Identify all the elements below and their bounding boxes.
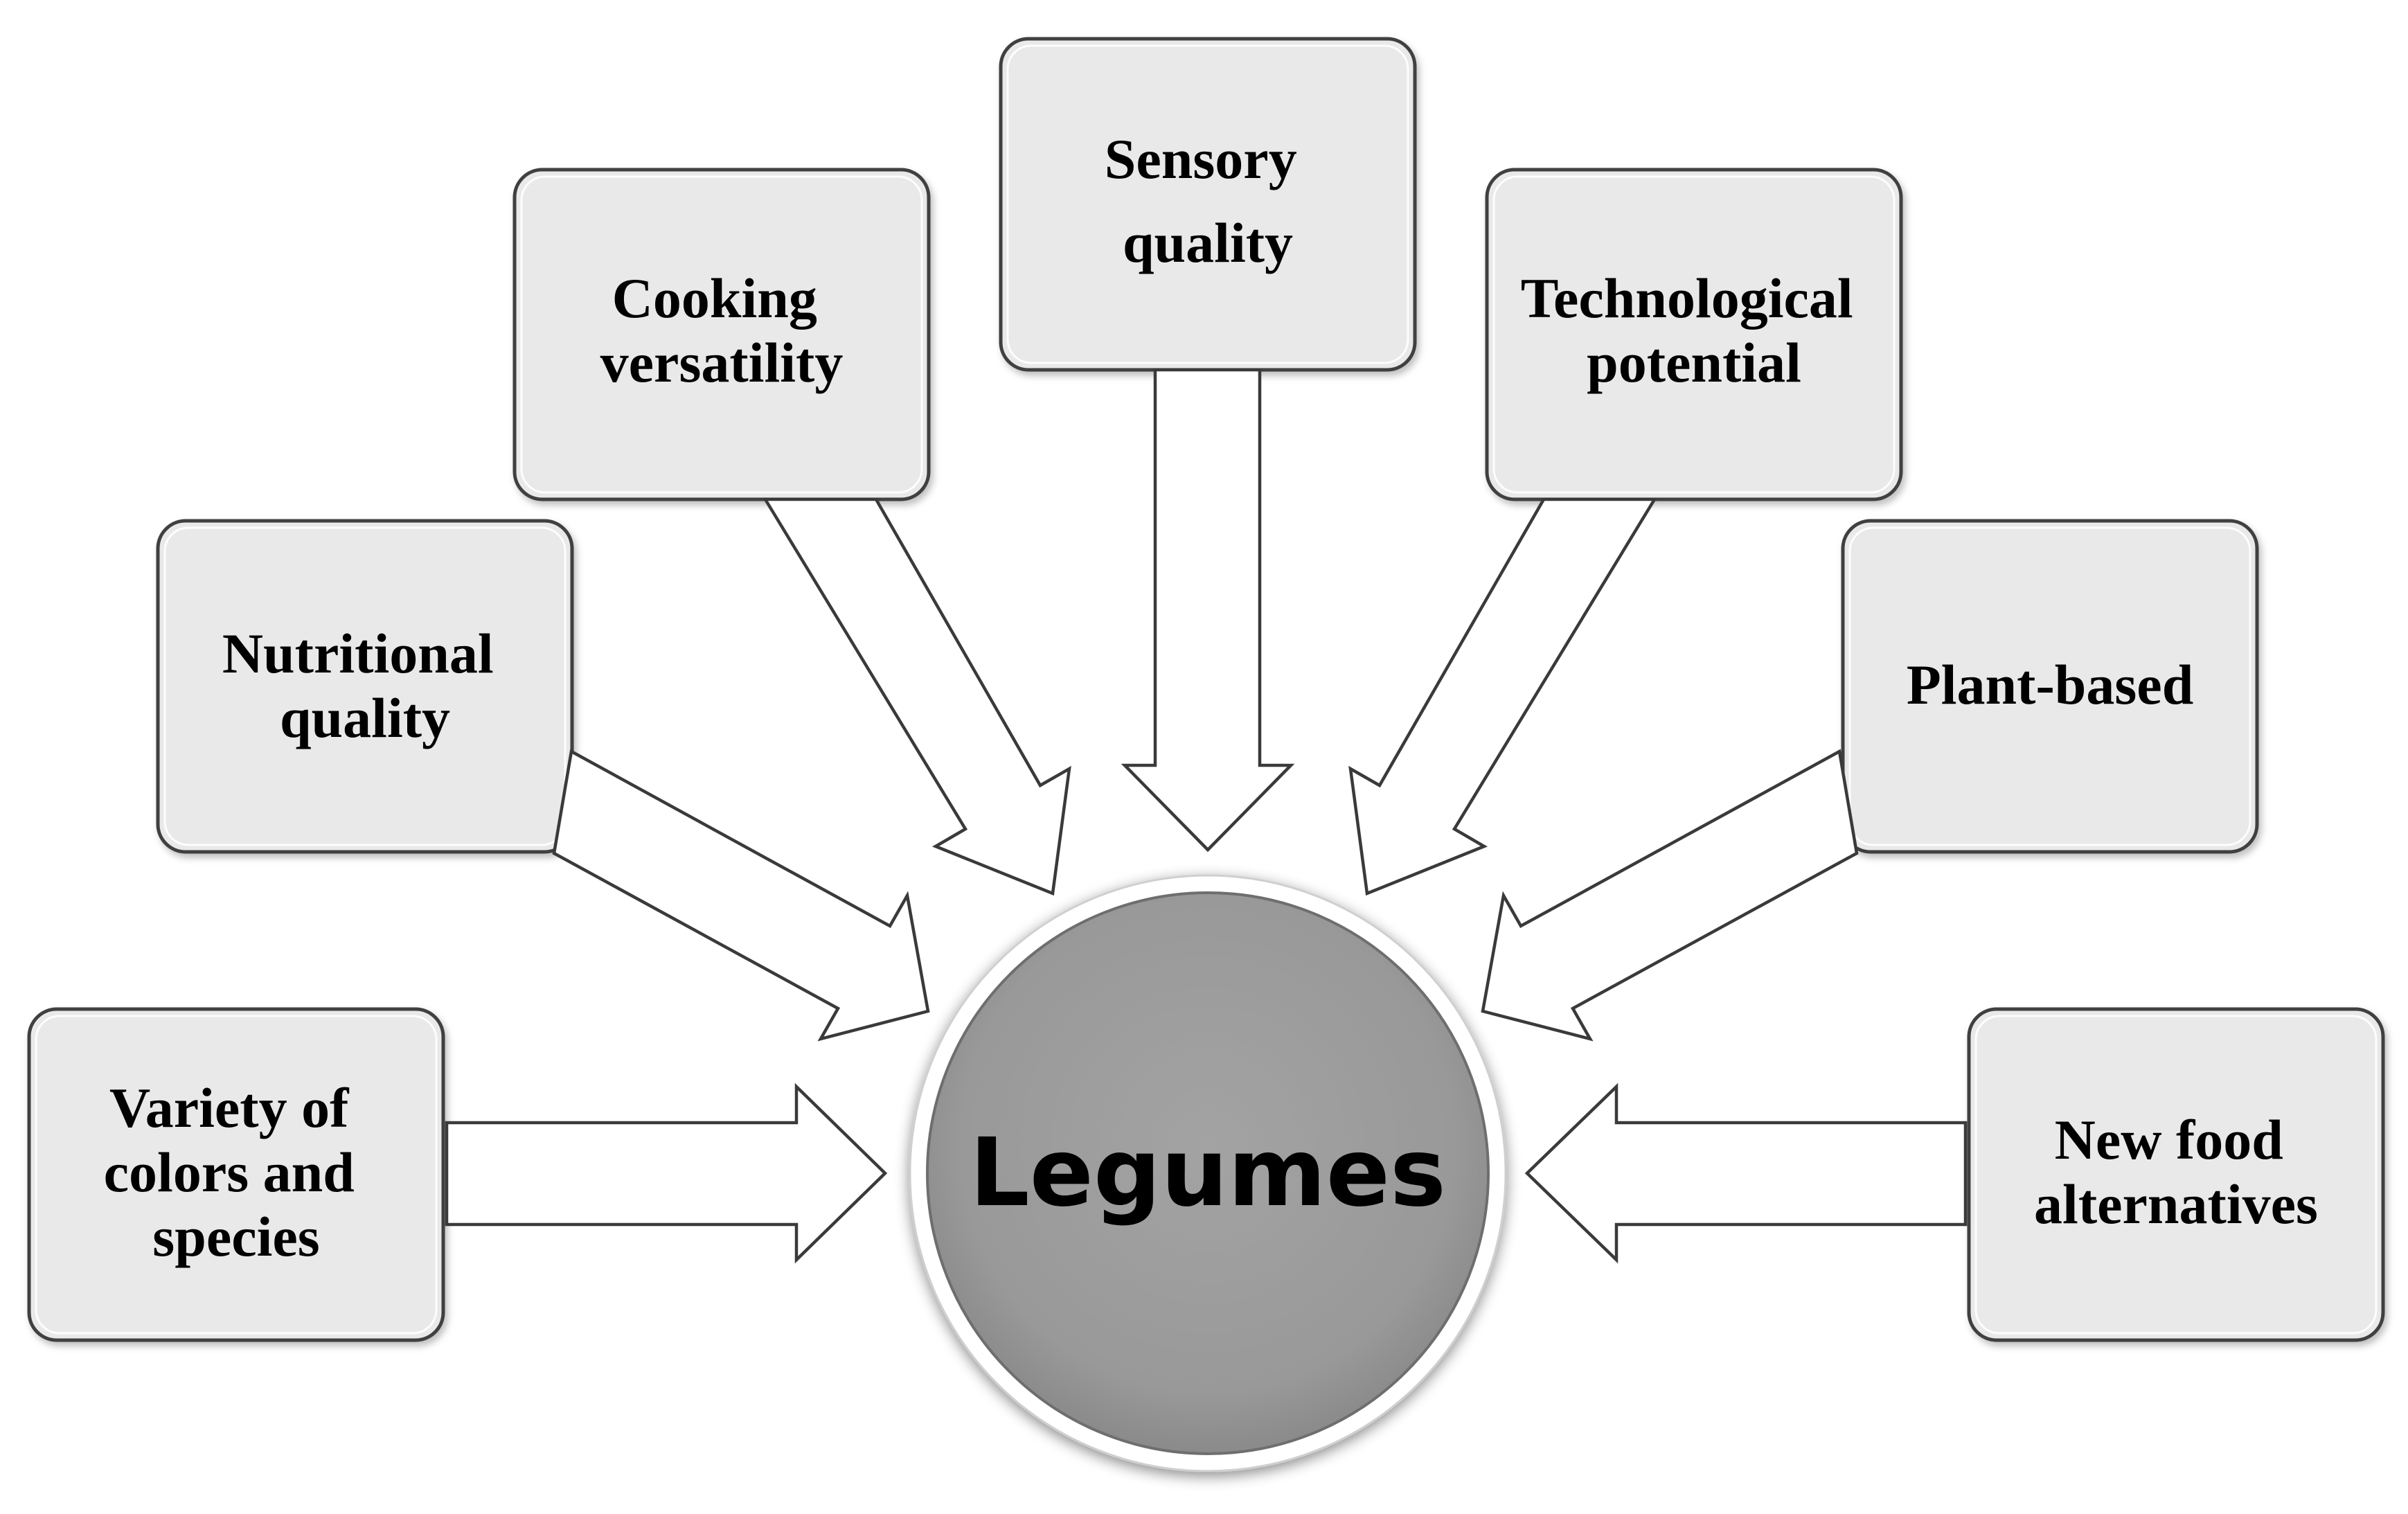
node-plant-based-label: Plant-based xyxy=(1907,653,2194,716)
arrow-sensory-to-center xyxy=(1121,368,1295,853)
arrow-technological-to-center xyxy=(1348,497,1657,896)
node-variety-line: Variety of xyxy=(109,1076,350,1139)
node-nutritional: Nutritional quality xyxy=(156,519,574,854)
node-variety-line: species xyxy=(152,1205,319,1268)
node-variety: Variety of colors and species xyxy=(27,1007,445,1342)
arrow-plant-to-center xyxy=(1481,749,1859,1042)
center-node: Legumes xyxy=(909,874,1507,1472)
arrows xyxy=(445,368,1968,1264)
arrow-cooking-to-center xyxy=(762,497,1071,896)
node-cooking-line: versatility xyxy=(600,331,844,394)
node-technological: Technological potential xyxy=(1485,168,1903,501)
node-cooking-label: Cooking versatility xyxy=(600,267,844,394)
node-nutritional-line: quality xyxy=(280,686,450,749)
node-variety-line: colors and xyxy=(104,1141,355,1204)
node-cooking-line: Cooking xyxy=(612,267,817,330)
node-technological-label: Technological potential xyxy=(1521,267,1867,394)
node-plant-based-line: Plant-based xyxy=(1907,653,2194,716)
node-new-food-line: alternatives xyxy=(2034,1173,2318,1236)
node-nutritional-line: Nutritional xyxy=(222,622,494,685)
node-technological-line: potential xyxy=(1587,331,1801,394)
node-cooking: Cooking versatility xyxy=(512,168,931,501)
arrow-nutritional-to-center xyxy=(552,749,930,1042)
node-sensory-line: quality xyxy=(1123,211,1293,274)
node-new-food-label: New food alternatives xyxy=(2034,1108,2318,1236)
node-sensory: Sensory quality xyxy=(999,37,1417,372)
node-new-food: New food alternatives xyxy=(1967,1007,2385,1342)
node-new-food-line: New food xyxy=(2055,1108,2283,1171)
arrow-newfood-to-center xyxy=(1524,1083,1968,1264)
node-nutritional-label: Nutritional quality xyxy=(222,622,508,749)
node-plant-based: Plant-based xyxy=(1841,519,2259,854)
node-sensory-line: Sensory xyxy=(1105,127,1297,190)
node-sensory-label: Sensory quality xyxy=(1105,127,1311,274)
arrow-variety-to-center xyxy=(445,1083,888,1264)
node-technological-line: Technological xyxy=(1521,267,1853,330)
center-label: Legumes xyxy=(970,1119,1446,1228)
node-variety-label: Variety of colors and species xyxy=(104,1076,369,1268)
